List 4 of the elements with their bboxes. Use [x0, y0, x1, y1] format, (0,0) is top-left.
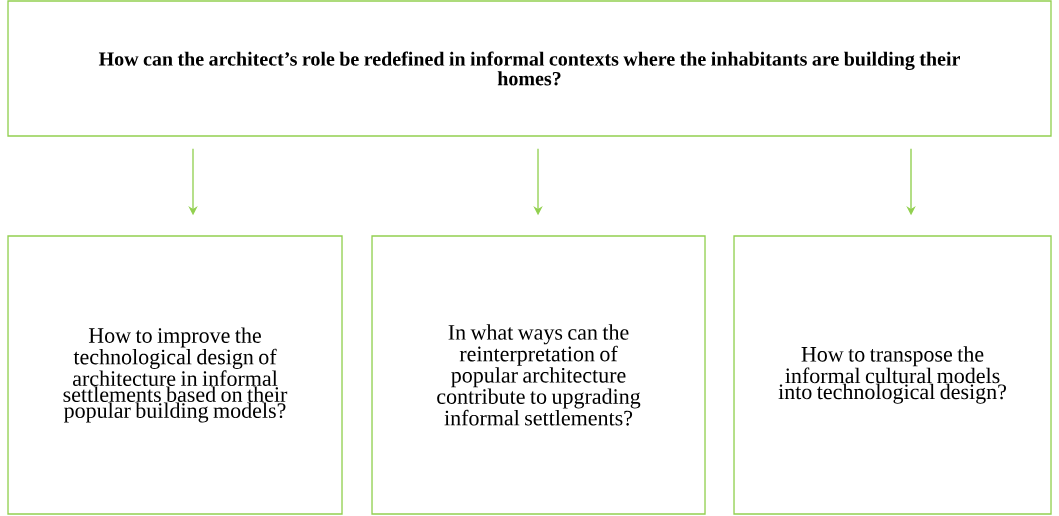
- sub-question-box: In what ways can the reinterpretation of popular architecture contribute to upgrading informal settlements?: [371, 235, 706, 515]
- sub-question-box: How to improve the technological design of architecture in informal settlements based on their popular building models?: [7, 235, 343, 515]
- sub-question-box: How to transpose the informal cultural models into technological design?: [733, 235, 1052, 515]
- question-box: How can the architect’s role be redefined in informal contexts where the inhabitants are building their homes?: [7, 0, 1052, 137]
